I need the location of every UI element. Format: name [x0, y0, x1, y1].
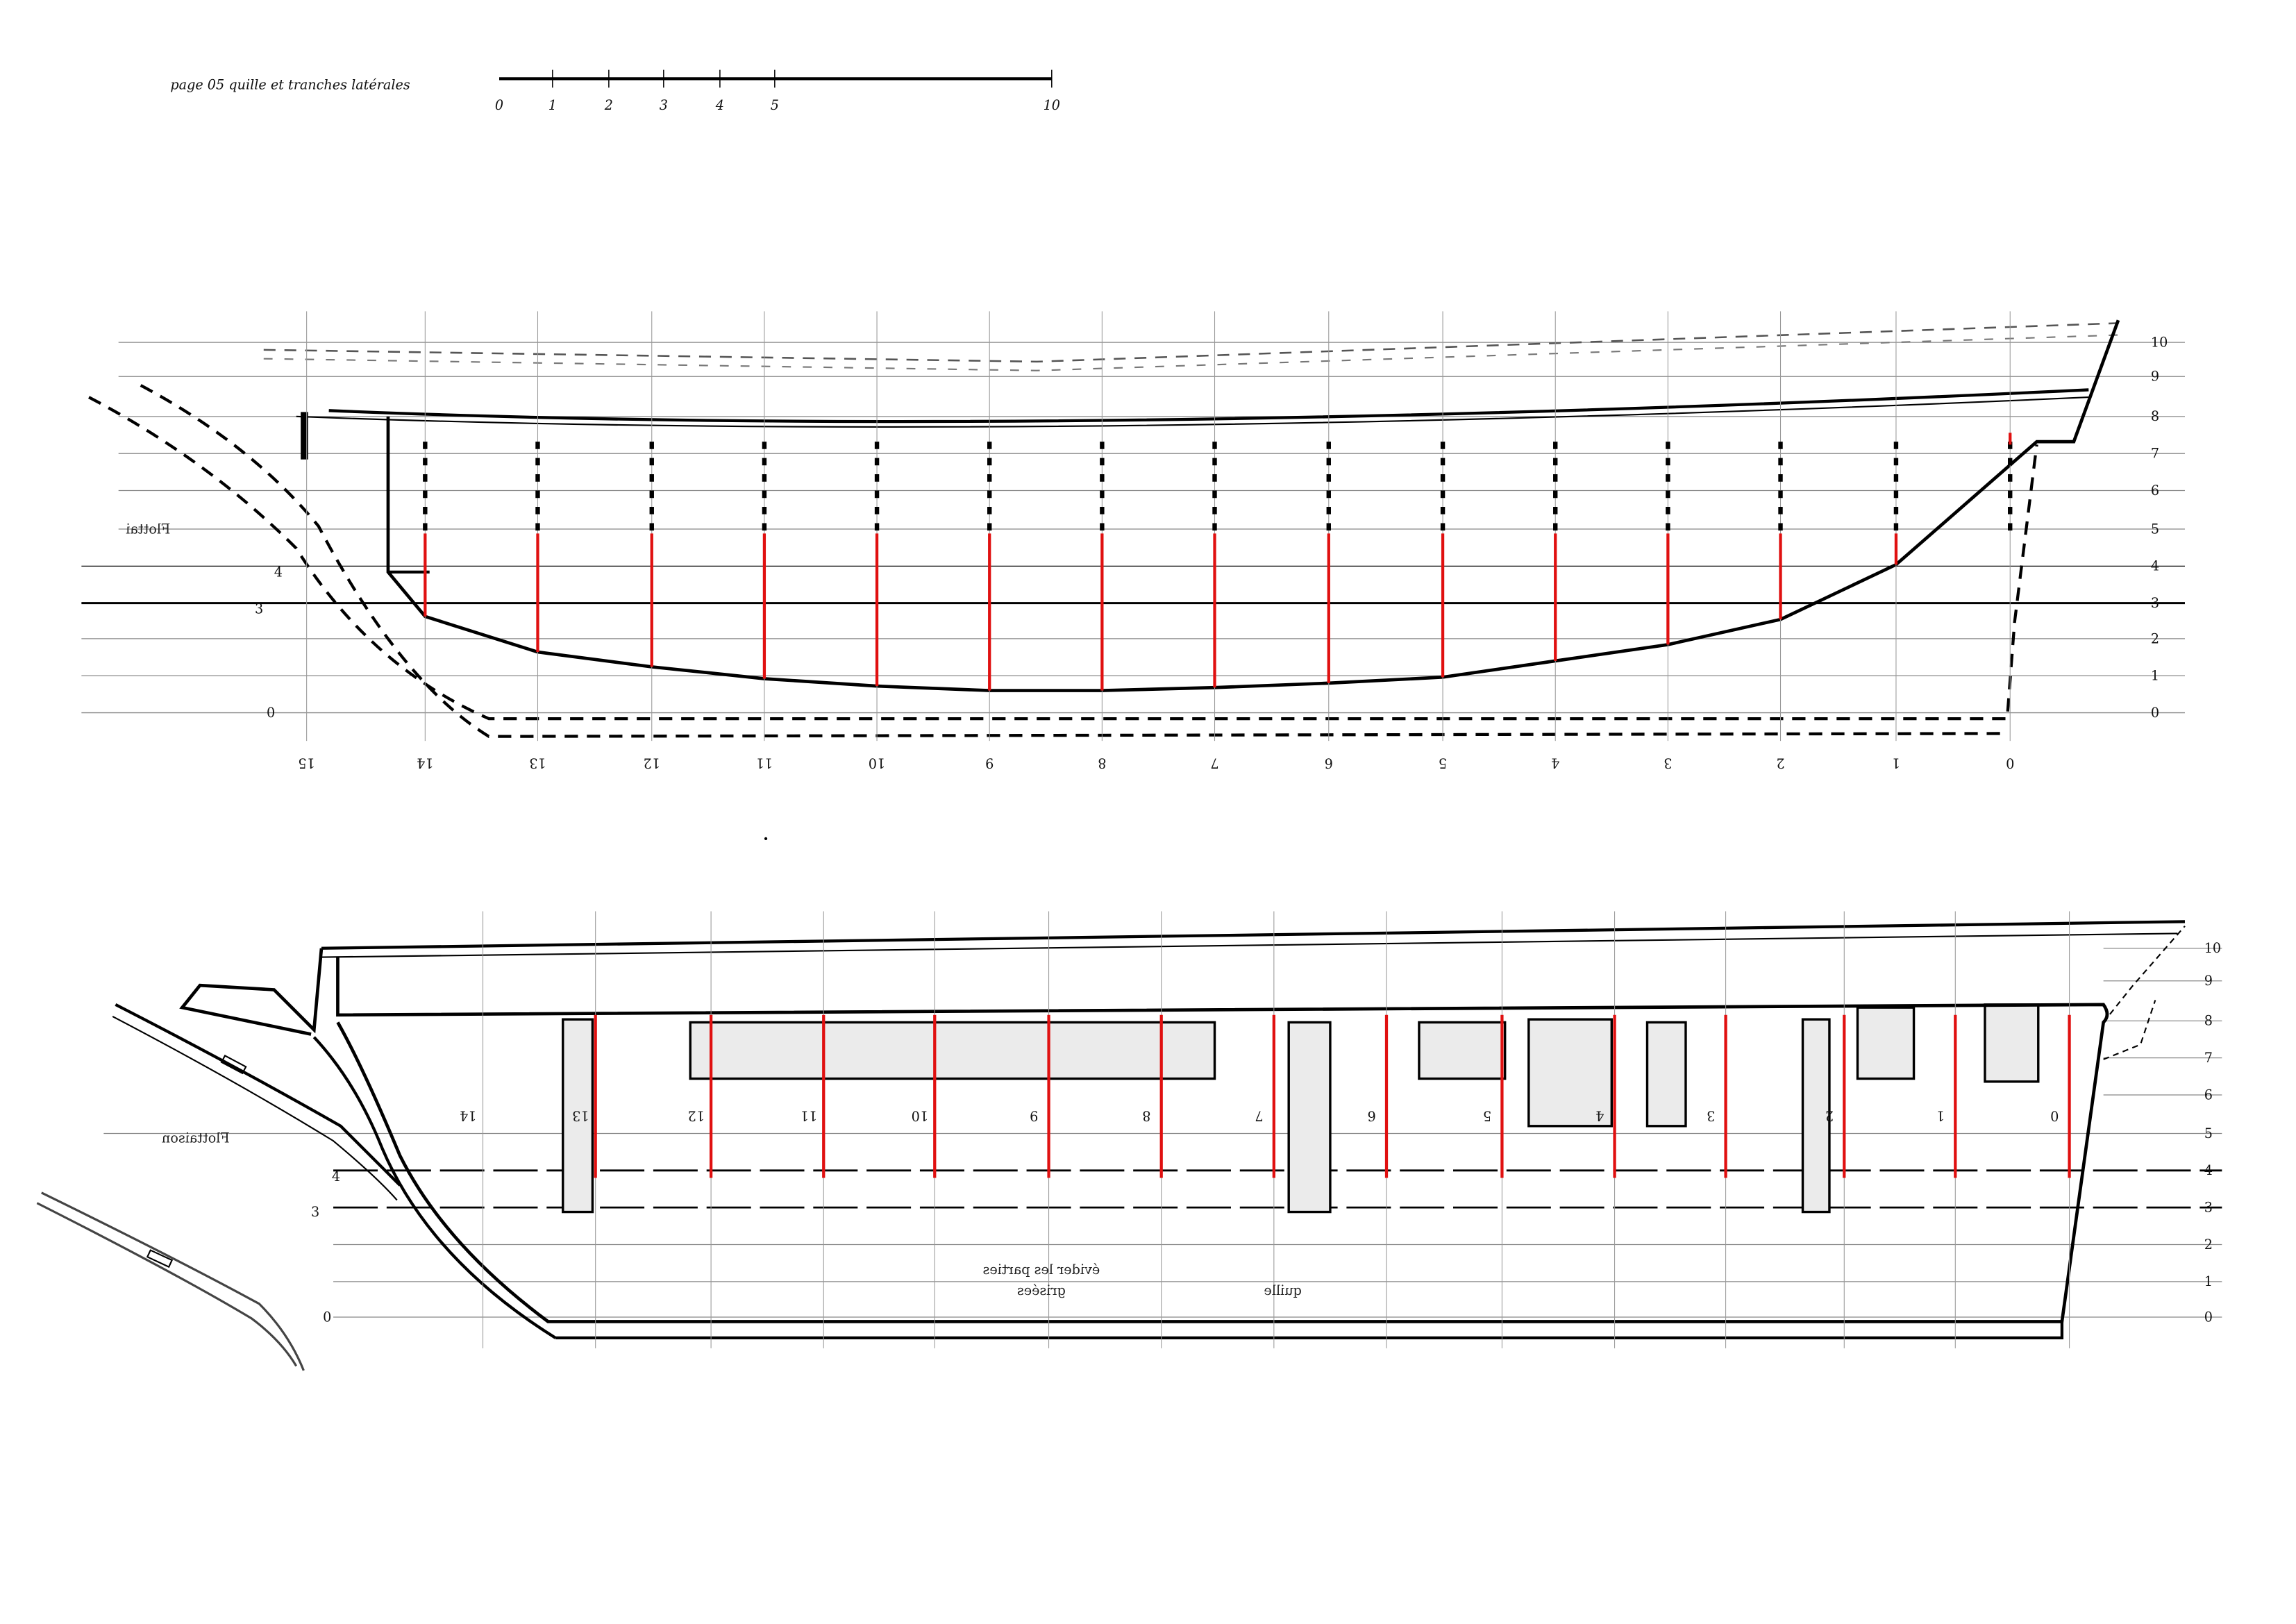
scale-tick-label: 2 [604, 97, 613, 113]
station-label: 0 [2006, 755, 2014, 771]
sheer-line-2 [321, 932, 2178, 958]
station-label: 9 [985, 755, 994, 771]
keel-label: quille [1264, 1282, 1301, 1298]
scale-tick-label: 0 [495, 97, 503, 113]
deck-line [328, 388, 2089, 424]
sheer-line [321, 920, 2186, 950]
station-label: 10 [869, 755, 885, 771]
waterline-label: 5 [2204, 1125, 2213, 1141]
waterline-label: 1 [2204, 1273, 2213, 1289]
left-waterline-label: 0 [323, 1309, 331, 1325]
left-waterline-label: 4 [274, 564, 283, 580]
waterline-label: 3 [2151, 595, 2159, 611]
station-label: 8 [1098, 755, 1106, 771]
grey-cutout-area [562, 1018, 594, 1214]
left-waterline-label: 0 [267, 705, 275, 721]
dashed-keel-outline-2 [140, 384, 2003, 738]
left-waterline-label: 3 [311, 1204, 319, 1220]
waterline-label: 5 [2151, 521, 2159, 537]
left-waterline-label: 4 [332, 1169, 340, 1184]
waterline-label: 6 [2204, 1087, 2213, 1103]
grey-parts-note-line1: évider les parties [983, 1262, 1100, 1278]
station-label: 2 [1776, 755, 1784, 771]
station-label: 5 [1483, 1107, 1491, 1123]
station-label: 8 [1142, 1107, 1150, 1123]
station-label: 0 [2050, 1107, 2059, 1123]
station-label: 3 [1707, 1107, 1715, 1123]
waterline-label: 3 [2204, 1200, 2213, 1216]
station-label: 14 [460, 1107, 476, 1123]
page-title: page 05 quille et tranches latérales [170, 76, 410, 92]
left-waterline-label: 3 [255, 601, 263, 617]
grey-cutout-area [1856, 1006, 1916, 1080]
station-label: 4 [1551, 755, 1559, 771]
station-label: 1 [1936, 1107, 1945, 1123]
top-rail-dashed [263, 322, 2119, 363]
station-label: 15 [298, 755, 315, 771]
station-label: 7 [1255, 1107, 1263, 1123]
bowsprit-upper [115, 1003, 401, 1187]
grey-cutout-area [1801, 1018, 1831, 1214]
scale-tick-label: 10 [1044, 97, 1060, 113]
waterline-label: 0 [2204, 1309, 2213, 1325]
station-label: 7 [1210, 755, 1218, 771]
station-label: 6 [1368, 1107, 1376, 1123]
scale-tick-label: 1 [548, 97, 557, 113]
station-label: 11 [756, 755, 773, 771]
waterline-label: 9 [2204, 973, 2213, 989]
scale-tick-label: 3 [660, 97, 668, 113]
flottaison-label-top: Flottai [126, 521, 170, 537]
top-rail-dashed-2 [263, 334, 2119, 371]
station-label: 12 [688, 1107, 705, 1123]
grey-parts-note-line2: grisées [1017, 1282, 1066, 1298]
station-label: 12 [644, 755, 660, 771]
waterline-label: 10 [2151, 335, 2168, 351]
waterline-label: 2 [2151, 630, 2159, 646]
waterline-label: 8 [2204, 1013, 2213, 1029]
flottaison-label-bottom: Flottaison [162, 1130, 230, 1146]
waterline-label: 8 [2151, 408, 2159, 424]
waterline-label: 7 [2204, 1050, 2213, 1066]
scale-tick-label: 5 [771, 97, 779, 113]
waterline-label: 6 [2151, 483, 2159, 499]
grey-cutout-area [1418, 1021, 1507, 1080]
station-label: 2 [1825, 1107, 1834, 1123]
bowsprit-lower [36, 1191, 305, 1371]
station-label: 1 [1892, 755, 1900, 771]
waterline-label: 1 [2151, 668, 2159, 684]
waterline-label: 10 [2204, 940, 2221, 956]
waterline-label: 4 [2151, 558, 2159, 574]
waterline-label: 9 [2151, 369, 2159, 385]
grey-cutout-area [1287, 1021, 1332, 1214]
station-label: 13 [572, 1107, 589, 1123]
keel-slice-profile [386, 319, 2120, 692]
grey-cutout-area [1645, 1021, 1687, 1128]
station-label: 5 [1439, 755, 1447, 771]
station-label: 14 [417, 755, 433, 771]
scale-tick-label: 4 [715, 97, 724, 113]
dashed-keel-outline [88, 396, 2038, 721]
grey-cutout-area [1984, 1003, 2040, 1083]
station-label: 10 [912, 1107, 928, 1123]
waterline-label: 2 [2204, 1237, 2213, 1253]
bowsprit-upper-2 [112, 1015, 398, 1201]
grey-cutout-area [1527, 1018, 1614, 1128]
station-label: 9 [1030, 1107, 1038, 1123]
deck-line-inner [296, 396, 2089, 428]
waterline-label: 4 [2204, 1162, 2213, 1178]
keel-bottom-line [312, 1036, 2064, 1340]
scale-bar: 0 1 2 3 4 5 10 [495, 69, 1060, 113]
station-label: 13 [529, 755, 546, 771]
station-label: 3 [1664, 755, 1672, 771]
station-label: 6 [1325, 755, 1333, 771]
grey-cutout-area [689, 1021, 1216, 1080]
waterline-label: 0 [2151, 705, 2159, 721]
stern-dashed [2102, 926, 2186, 1060]
station-label: 4 [1595, 1107, 1604, 1123]
waterline-label: 7 [2151, 446, 2159, 462]
station-label: 11 [801, 1107, 817, 1123]
